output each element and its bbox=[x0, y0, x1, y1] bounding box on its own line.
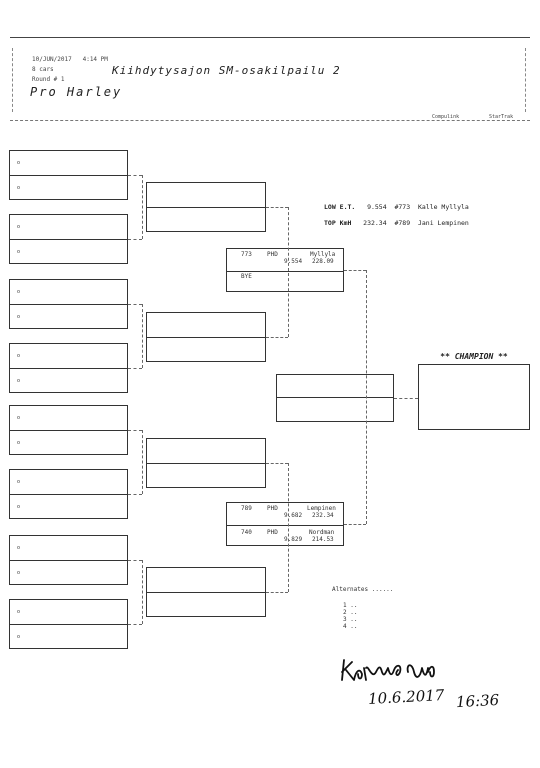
lane-slot: o bbox=[17, 185, 21, 191]
lane-slot: o bbox=[17, 479, 21, 485]
lane-slot: o bbox=[17, 415, 21, 421]
alternates-list: 1 .. 2 .. 3 .. 4 .. bbox=[343, 602, 358, 630]
lane-slot: o bbox=[17, 224, 21, 230]
semi-4-name: Nordman bbox=[309, 529, 335, 536]
lane-slot: o bbox=[17, 609, 21, 615]
semi-1-name: Myllyla bbox=[310, 251, 336, 258]
semi-3-speed: 232.34 bbox=[312, 512, 334, 519]
quarter-box-4 bbox=[146, 567, 266, 617]
alternates-label: Alternates ...... bbox=[332, 586, 394, 593]
semi-1-et: 9.554 bbox=[284, 258, 303, 265]
round-label: Round # 1 bbox=[32, 76, 65, 83]
quarter-box-3 bbox=[146, 438, 266, 488]
quarter-box-1 bbox=[146, 182, 266, 232]
race-class: Pro Harley bbox=[30, 85, 123, 99]
final-box bbox=[276, 374, 394, 422]
semi-1-num: 773 bbox=[241, 251, 252, 258]
semi-3-class: PHD bbox=[267, 505, 278, 512]
lane-slot: o bbox=[17, 570, 21, 576]
lane-slot: o bbox=[17, 545, 21, 551]
top-kmh-row: TOP KmH 232.34 #789 Jani Lempinen bbox=[324, 219, 469, 227]
lane-slot: o bbox=[17, 353, 21, 359]
lane-slot: o bbox=[17, 249, 21, 255]
semi-4-class: PHD bbox=[267, 529, 278, 536]
semi-2-name: BYE bbox=[241, 273, 252, 280]
lane-slot: o bbox=[17, 634, 21, 640]
quarter-box-2 bbox=[146, 312, 266, 362]
lane-slot: o bbox=[17, 504, 21, 510]
semi-box-2: 789 PHD Lempinen 9.682 232.34 740 PHD No… bbox=[226, 502, 344, 546]
signature-time: 16:36 bbox=[455, 690, 500, 712]
lane-slot: o bbox=[17, 378, 21, 384]
event-title: Kiihdytysajon SM-osakilpailu 2 bbox=[112, 64, 341, 77]
champion-label: ** CHAMPION ** bbox=[440, 352, 508, 361]
lane-slot: o bbox=[17, 289, 21, 295]
brand-compulink: Compulink bbox=[432, 114, 460, 120]
handwritten-signature bbox=[341, 659, 435, 681]
semi-3-name: Lempinen bbox=[307, 505, 336, 512]
low-et-row: LOW E.T. 9.554 #773 Kalle Myllyla bbox=[324, 203, 469, 211]
header-frame bbox=[10, 37, 530, 121]
champion-box bbox=[418, 364, 530, 430]
semi-1-speed: 228.09 bbox=[312, 258, 334, 265]
lane-slot: o bbox=[17, 440, 21, 446]
semi-4-et: 9.829 bbox=[284, 536, 303, 543]
semi-4-num: 740 bbox=[241, 529, 252, 536]
header-inner-frame bbox=[12, 48, 526, 112]
semi-1-class: PHD bbox=[267, 251, 278, 258]
semi-box-1: 773 PHD Myllyla 9.554 228.09 BYE bbox=[226, 248, 344, 292]
brand-startrak: StarTrak bbox=[489, 114, 514, 120]
print-date: 10/JUN/2017 4:14 PM bbox=[32, 56, 108, 63]
car-count: 8 cars bbox=[32, 66, 54, 73]
semi-3-et: 9.682 bbox=[284, 512, 303, 519]
semi-3-num: 789 bbox=[241, 505, 252, 512]
semi-4-speed: 214.53 bbox=[312, 536, 334, 543]
lane-slot: o bbox=[17, 314, 21, 320]
lane-slot: o bbox=[17, 160, 21, 166]
